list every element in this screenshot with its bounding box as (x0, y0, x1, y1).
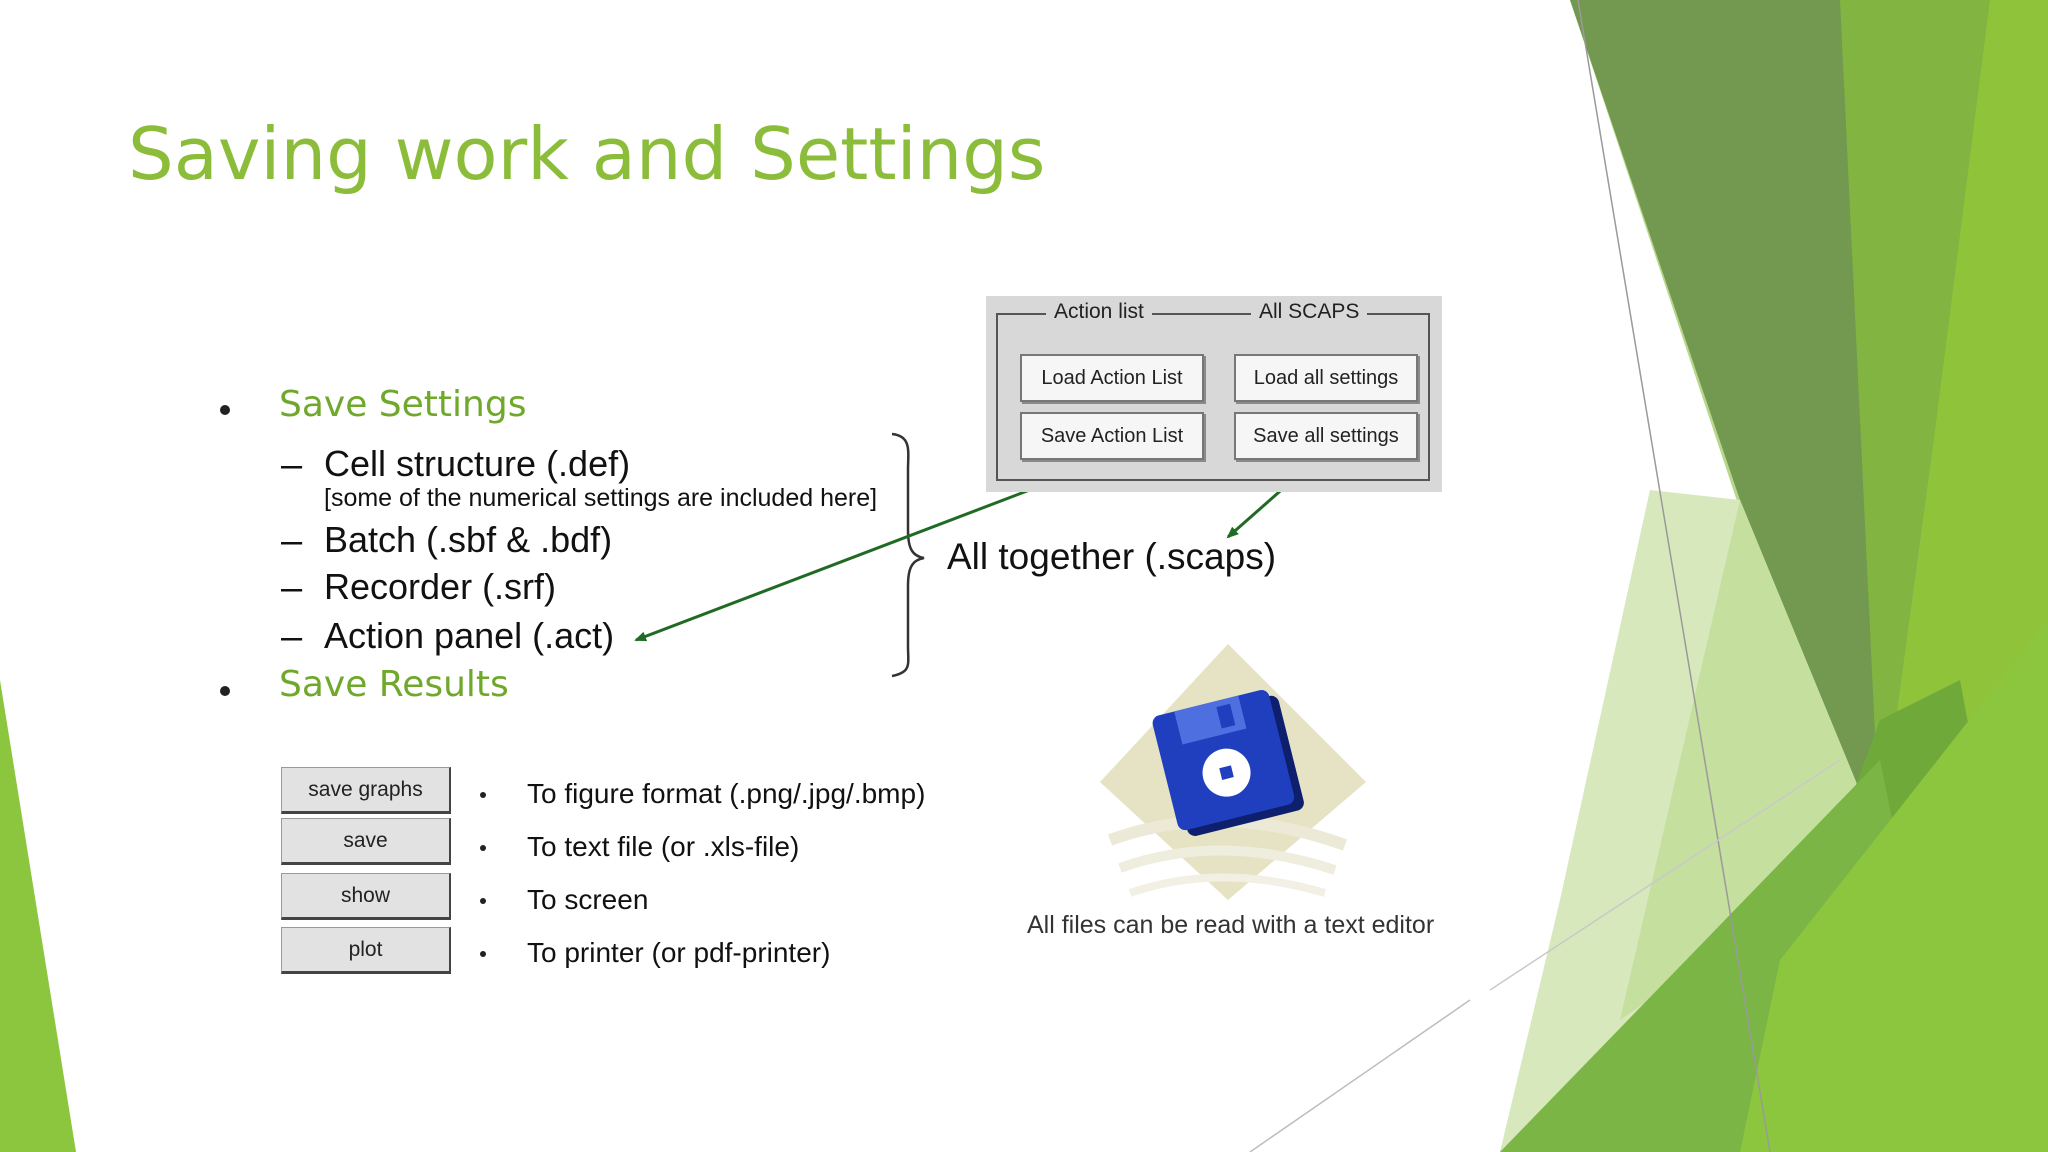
save-graphs-button[interactable]: save graphs (281, 767, 451, 814)
bullet-dot (480, 845, 486, 851)
panel-frame (996, 313, 1430, 481)
result-desc-text-file: To text file (or .xls-file) (527, 831, 800, 862)
bullet-dot (480, 792, 486, 798)
dash-marker: – (281, 567, 303, 609)
result-desc-screen: To screen (527, 884, 649, 915)
bullet-save-results: Save Results (279, 664, 509, 705)
curly-brace (891, 432, 925, 678)
save-button[interactable]: save (281, 818, 451, 865)
bullet-save-settings: Save Settings (279, 384, 527, 425)
plot-button[interactable]: plot (281, 927, 451, 974)
load-all-settings-button[interactable]: Load all settings (1234, 354, 1418, 402)
bullet-dot (480, 951, 486, 957)
item-recorder: Recorder (.srf) (324, 566, 557, 607)
item-batch: Batch (.sbf & .bdf) (324, 519, 613, 560)
floppy-caption: All files can be read with a text editor (1027, 911, 1435, 939)
bullet-dot (220, 686, 230, 696)
item-cell-structure-note: [some of the numerical settings are incl… (324, 484, 878, 512)
all-together-label: All together (.scaps) (947, 536, 1277, 577)
arrow-to-action-panel (634, 465, 1091, 642)
dash-marker: – (281, 616, 303, 658)
save-action-list-button[interactable]: Save Action List (1020, 412, 1204, 460)
bullet-dot (480, 898, 486, 904)
load-action-list-button[interactable]: Load Action List (1020, 354, 1204, 402)
item-action-panel: Action panel (.act) (324, 615, 615, 656)
result-desc-figure: To figure format (.png/.jpg/.bmp) (527, 778, 926, 809)
page-title: Saving work and Settings (128, 112, 1046, 196)
scaps-settings-panel: Action list All SCAPS Load Action List L… (986, 296, 1442, 492)
result-desc-printer: To printer (or pdf-printer) (527, 937, 831, 968)
panel-legend-all-scaps: All SCAPS (1251, 300, 1368, 324)
bullet-dot (220, 405, 230, 415)
save-all-settings-button[interactable]: Save all settings (1234, 412, 1418, 460)
panel-legend-action-list: Action list (1046, 300, 1152, 324)
dash-marker: – (281, 520, 303, 562)
show-button[interactable]: show (281, 873, 451, 920)
dash-marker: – (281, 444, 303, 486)
item-cell-structure: Cell structure (.def) (324, 443, 631, 484)
